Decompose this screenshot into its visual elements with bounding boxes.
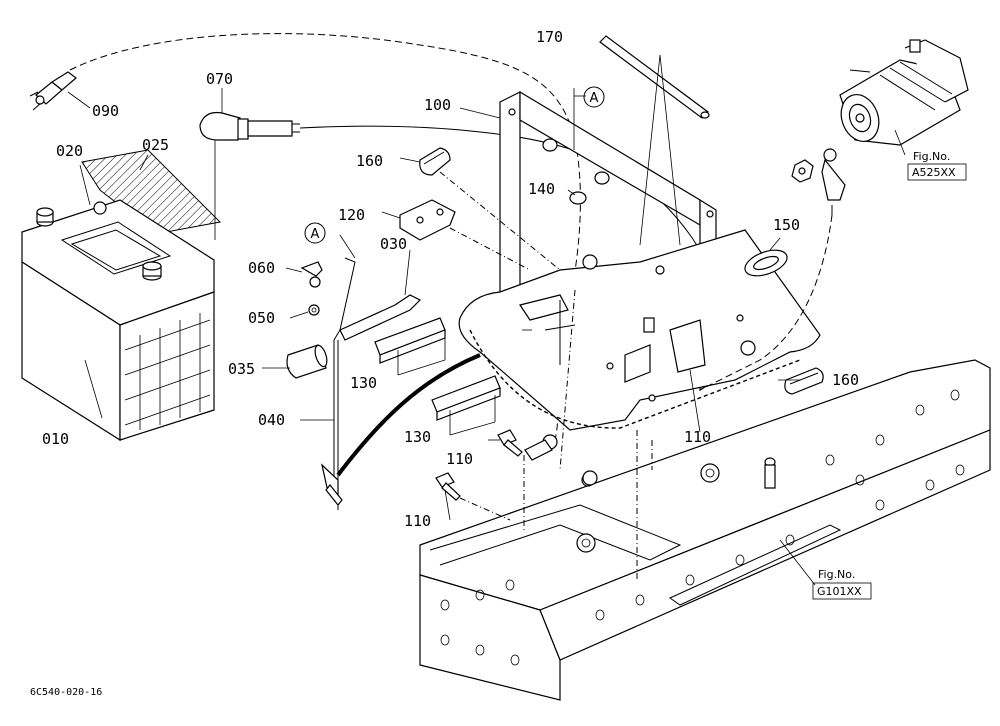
label-130-bottom: 130 bbox=[404, 428, 431, 446]
washer-050 bbox=[308, 304, 320, 316]
svg-text:A525XX: A525XX bbox=[912, 166, 956, 179]
label-090: 090 bbox=[92, 102, 119, 120]
svg-text:A: A bbox=[590, 91, 599, 106]
label-040: 040 bbox=[258, 411, 285, 429]
label-030: 030 bbox=[380, 235, 407, 253]
battery-010 bbox=[21, 199, 215, 442]
label-025: 025 bbox=[142, 136, 169, 154]
positive-cable bbox=[69, 33, 581, 441]
terminal-clamp-090 bbox=[29, 71, 77, 111]
wing-nut-060 bbox=[300, 261, 323, 288]
link-rod-a bbox=[333, 257, 356, 341]
main-frame bbox=[419, 359, 991, 701]
svg-text:Fig.No.: Fig.No. bbox=[818, 568, 855, 581]
label-100: 100 bbox=[424, 96, 451, 114]
grommet-150 bbox=[744, 249, 788, 277]
label-020: 020 bbox=[56, 142, 83, 160]
nut-110-right bbox=[582, 470, 598, 486]
fig-ref-frame: Fig.No. G101XX bbox=[812, 568, 872, 600]
cable-end-070 bbox=[199, 111, 300, 141]
label-060: 060 bbox=[248, 259, 275, 277]
label-120: 120 bbox=[338, 206, 365, 224]
label-050: 050 bbox=[248, 309, 275, 327]
pad-130-top bbox=[374, 317, 446, 364]
rod-040 bbox=[320, 340, 481, 510]
plate-outline-dashed bbox=[469, 329, 801, 429]
label-035: 035 bbox=[228, 360, 255, 378]
label-160-top: 160 bbox=[356, 152, 383, 170]
bolt-110-left bbox=[435, 472, 461, 501]
label-070: 070 bbox=[206, 70, 233, 88]
pad-130-bottom bbox=[431, 375, 501, 421]
label-110-left: 110 bbox=[404, 512, 431, 530]
terminal-110-mid bbox=[524, 434, 558, 461]
label-170: 170 bbox=[536, 28, 563, 46]
label-110-mid: 110 bbox=[446, 450, 473, 468]
sleeve-035 bbox=[286, 344, 328, 379]
svg-text:Fig.No.: Fig.No. bbox=[913, 150, 950, 163]
label-160-right: 160 bbox=[832, 371, 859, 389]
callout-a-left: A bbox=[304, 222, 326, 244]
clip-120 bbox=[399, 199, 456, 241]
label-150: 150 bbox=[773, 216, 800, 234]
grommet-140 bbox=[569, 191, 587, 205]
leader-lines bbox=[67, 54, 906, 586]
label-130-top: 130 bbox=[350, 374, 377, 392]
bolt-110-mid bbox=[497, 429, 523, 457]
label-110-right: 110 bbox=[684, 428, 711, 446]
rod-170 bbox=[599, 35, 710, 119]
rod-030 bbox=[339, 294, 422, 341]
footer-code: 6C540-020-16 bbox=[30, 687, 102, 698]
rubber-160-top bbox=[419, 147, 451, 176]
label-140: 140 bbox=[528, 180, 555, 198]
starter-motor bbox=[839, 39, 969, 146]
label-010: 010 bbox=[42, 430, 69, 448]
starter-terminal bbox=[699, 148, 846, 391]
callout-a-top: A bbox=[583, 86, 605, 108]
svg-text:A: A bbox=[311, 227, 320, 242]
svg-text:G101XX: G101XX bbox=[817, 585, 862, 598]
fig-ref-starter: Fig.No. A525XX bbox=[907, 150, 967, 181]
rubber-160-right bbox=[784, 367, 824, 395]
base-plate bbox=[458, 229, 821, 431]
